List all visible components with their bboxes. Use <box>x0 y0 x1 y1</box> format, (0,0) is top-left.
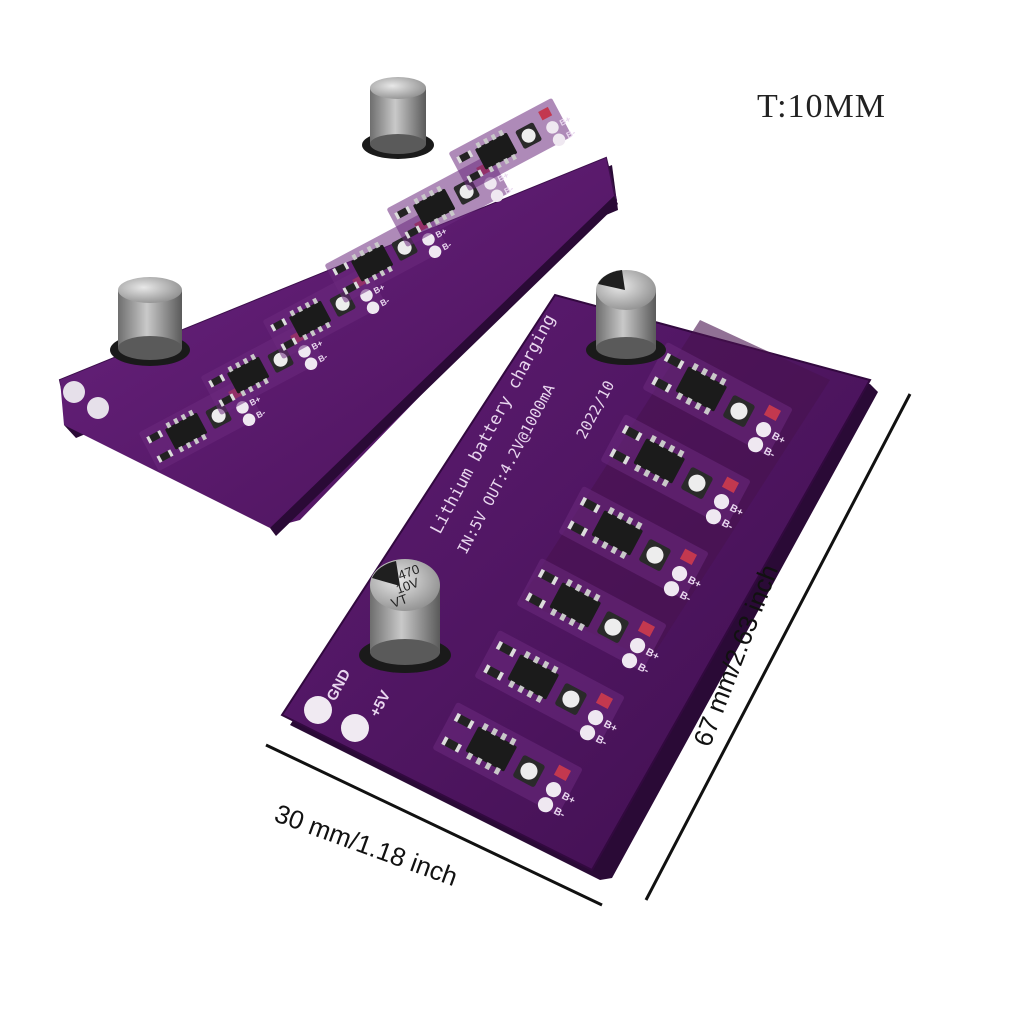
status-led <box>562 690 580 708</box>
charger-ic <box>591 510 643 556</box>
status-led <box>688 474 706 492</box>
front-channel-4: B+B- <box>559 486 708 605</box>
front-capacitor-small <box>586 270 666 365</box>
pad-label-bminus: B- <box>502 183 515 196</box>
back-channel-6: B+B- <box>449 98 577 191</box>
front-charger-modules: B+B-B+B-B+B-B+B-B+B-B+B- <box>433 342 792 821</box>
front-channel-6: B+B- <box>643 342 792 461</box>
back-capacitor-left <box>110 277 190 366</box>
pad-label-bminus: B- <box>378 295 391 308</box>
charger-ic <box>165 412 207 450</box>
capacitor-marking-1: 470 <box>396 561 422 583</box>
pad-label-bminus: B- <box>254 407 267 420</box>
charger-ic <box>675 366 727 412</box>
pad-label-bplus: B+ <box>558 114 573 128</box>
pad-label-bminus: B- <box>564 127 577 140</box>
charger-ic <box>413 188 455 226</box>
front-channel-1: B+B- <box>433 702 582 821</box>
pad-label-bminus: B- <box>636 662 651 677</box>
length-dimension-line <box>644 393 912 901</box>
front-channel-3: B+B- <box>517 558 666 677</box>
pad-label-bminus: B- <box>678 590 693 605</box>
charger-ic <box>507 654 559 700</box>
back-power-pads <box>63 381 109 419</box>
status-led <box>521 128 536 143</box>
charger-ic <box>465 726 517 772</box>
charger-ic <box>351 244 393 282</box>
status-led <box>520 762 538 780</box>
back-charger-modules: B+B-B+B-B+B-B+B-B+B-B+B- <box>139 98 577 471</box>
status-led <box>730 402 748 420</box>
pad-label-bminus: B- <box>552 806 567 821</box>
pad-label-bminus: B- <box>594 734 609 749</box>
pad-label-bminus: B- <box>316 351 329 364</box>
width-dimension-line <box>265 743 603 907</box>
pad-label-bminus: B- <box>720 518 735 533</box>
front-power-pads <box>304 696 369 742</box>
charger-ic <box>227 356 269 394</box>
charger-ic <box>289 300 331 338</box>
front-capacitor-large: 470 10V VT <box>359 559 451 673</box>
front-channel-5: B+B- <box>601 414 750 533</box>
charger-ic <box>475 132 517 170</box>
pad-label-bminus: B- <box>762 446 777 461</box>
status-led <box>604 618 622 636</box>
charger-ic <box>549 582 601 628</box>
back-capacitor-right <box>362 77 434 159</box>
pad-label-bminus: B- <box>440 239 453 252</box>
charger-ic <box>633 438 685 484</box>
thickness-label: T:10MM <box>757 88 886 125</box>
front-channel-2: B+B- <box>475 630 624 749</box>
capacitor-marking-3: VT <box>389 591 410 611</box>
status-led <box>646 546 664 564</box>
